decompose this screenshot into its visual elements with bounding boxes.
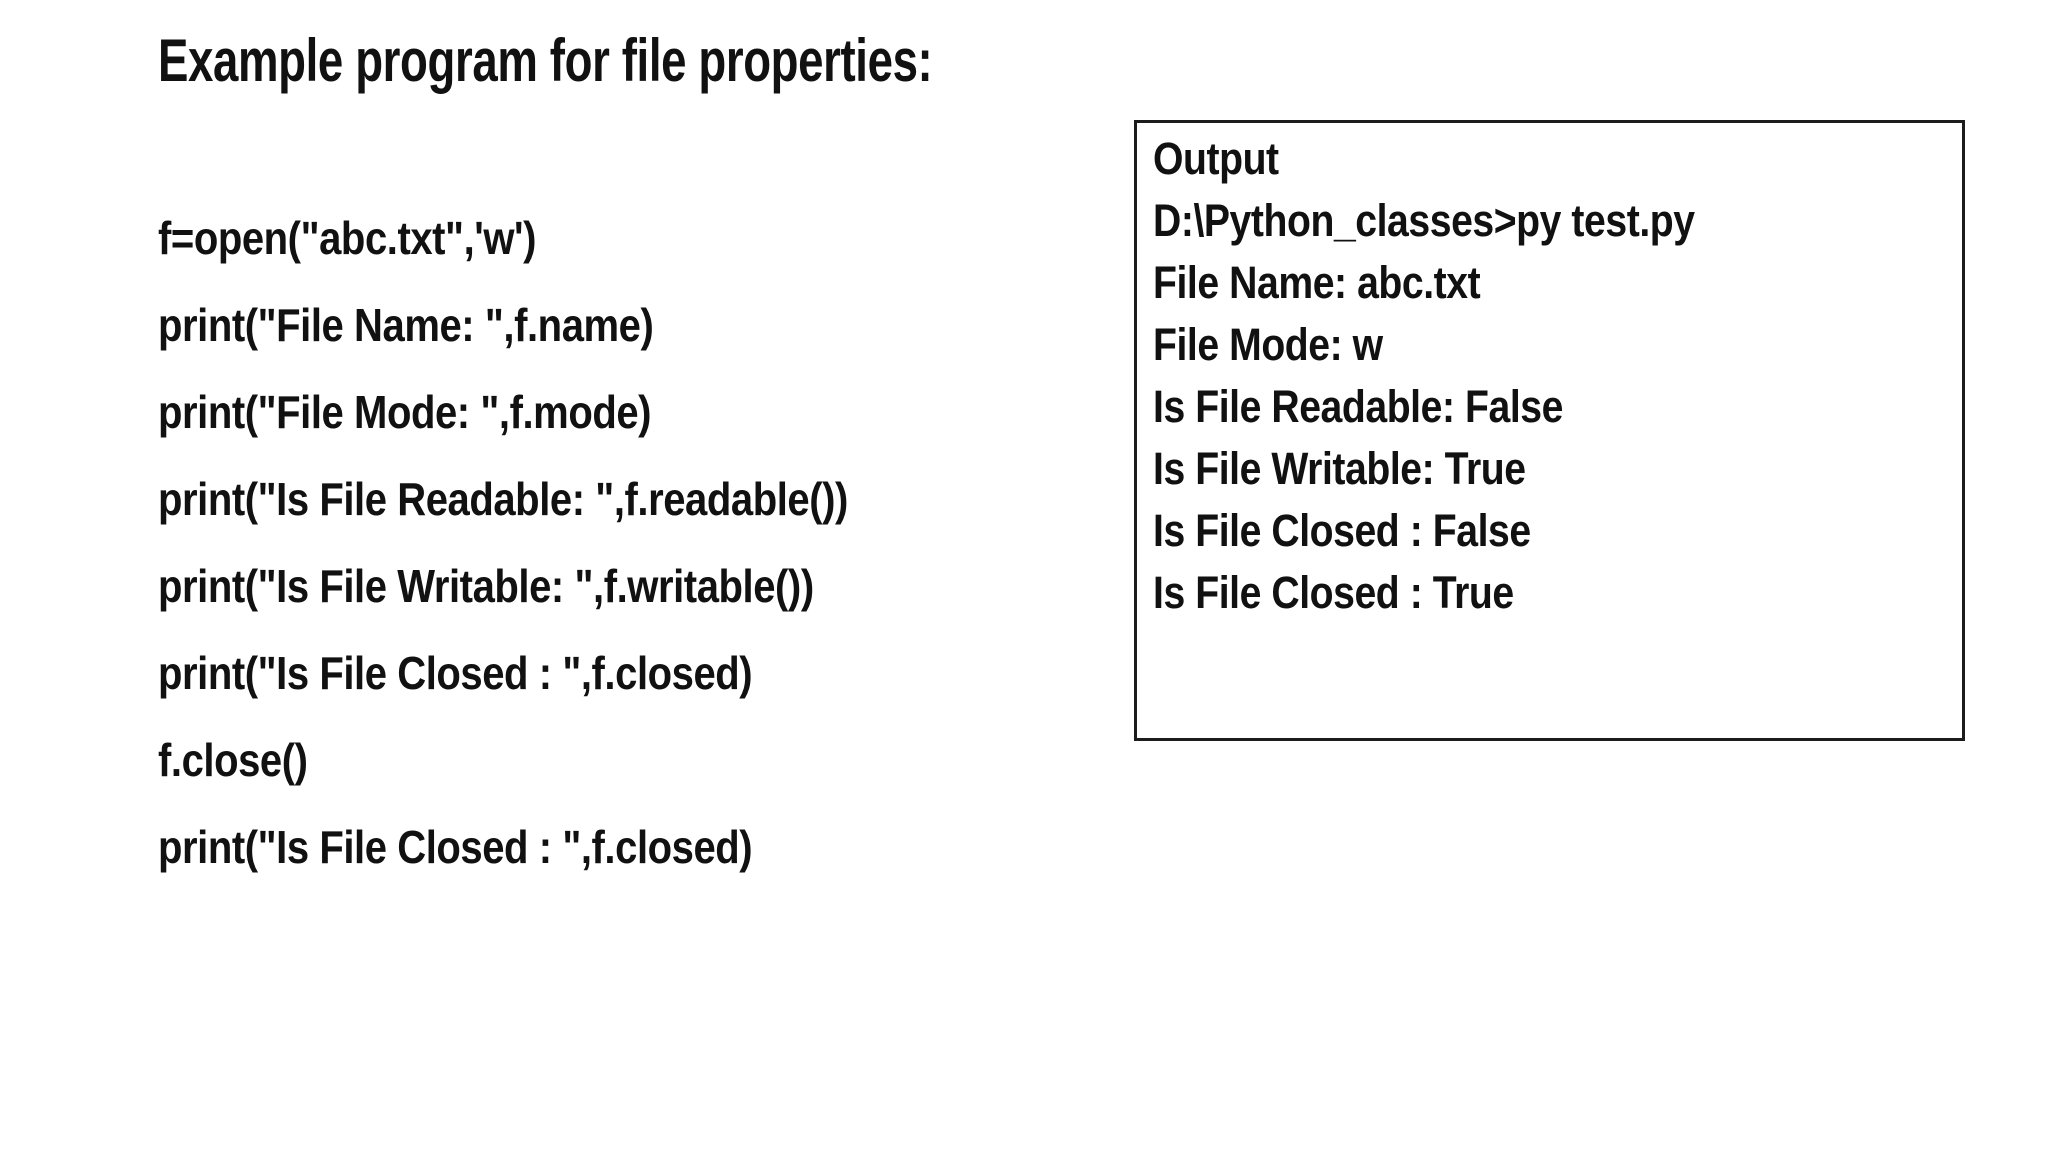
output-line: Is File Readable: False [1153,381,1563,432]
output-line: Is File Closed : True [1153,567,1514,618]
code-line: print("File Name: ",f.name) [158,299,654,351]
output-line: D:\Python_classes>py test.py [1153,195,1695,246]
code-line: print("Is File Readable: ",f.readable()) [158,473,848,525]
output-line: Is File Closed : False [1153,505,1531,556]
output-heading: Output [1153,133,1279,184]
code-line: print("File Mode: ",f.mode) [158,386,652,438]
code-line: print("Is File Closed : ",f.closed) [158,647,753,699]
output-line: File Name: abc.txt [1153,257,1481,308]
output-line: File Mode: w [1153,319,1383,370]
page-title: Example program for file properties: [158,27,933,94]
output-box: Output D:\Python_classes>py test.py File… [1134,120,1965,741]
code-line: print("Is File Writable: ",f.writable()) [158,560,814,612]
code-line: f.close() [158,734,308,786]
code-line: f=open("abc.txt",'w') [158,212,537,264]
output-line: Is File Writable: True [1153,443,1526,494]
code-block: f=open("abc.txt",'w') print("File Name: … [158,195,951,891]
code-line: print("Is File Closed : ",f.closed) [158,821,753,873]
